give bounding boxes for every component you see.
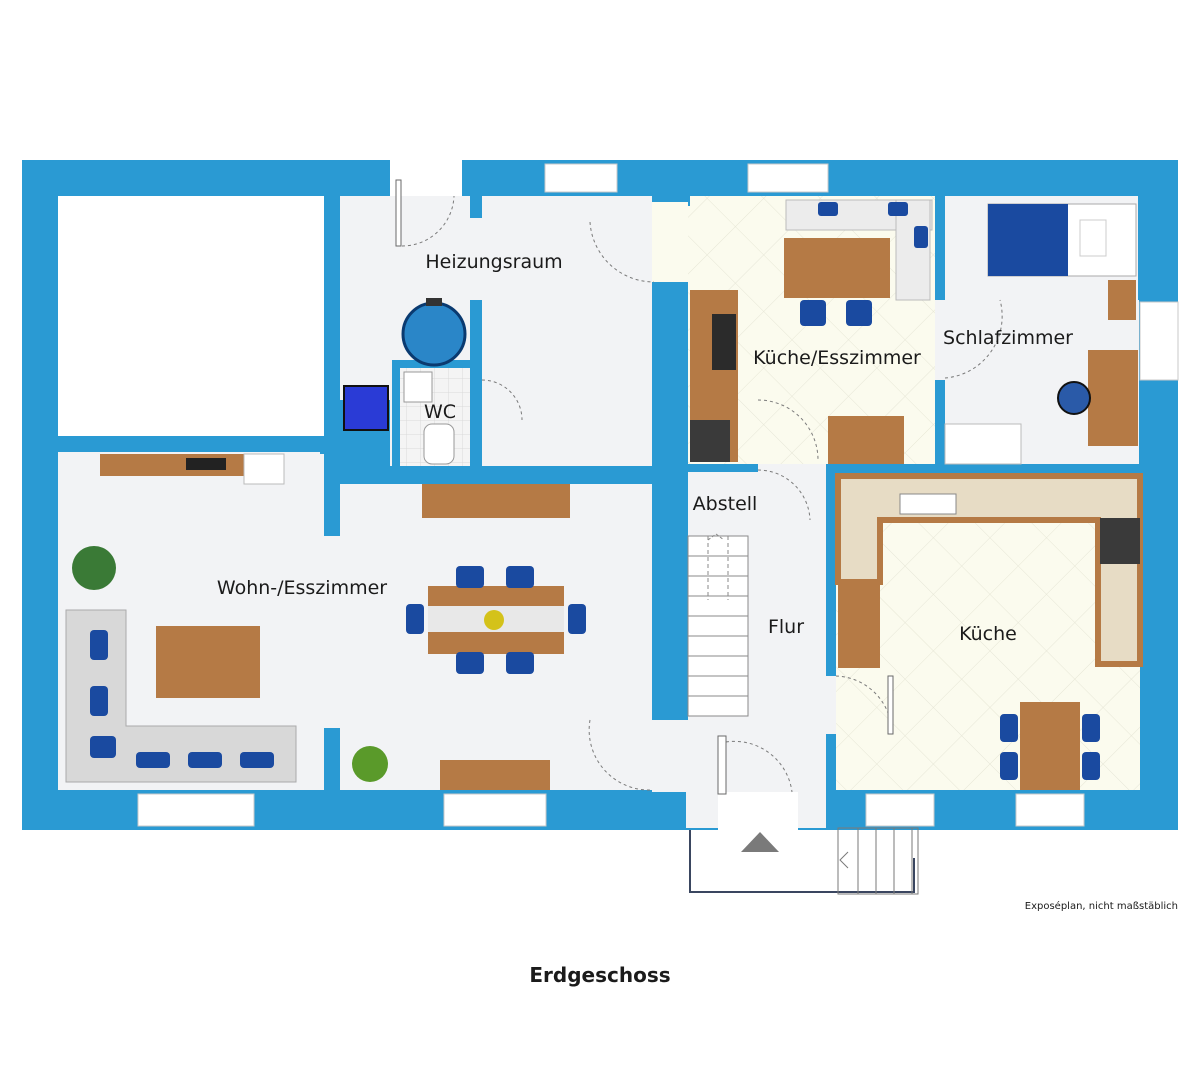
door-kueche-esz-flur xyxy=(758,464,826,472)
heating-unit xyxy=(343,385,389,431)
dining-table-upper xyxy=(784,238,890,298)
door-leaves xyxy=(395,179,894,795)
chairs-upper xyxy=(800,202,928,326)
sofa-cushions xyxy=(90,630,274,768)
room-label-flur: Flur xyxy=(768,616,804,638)
sofa xyxy=(65,609,297,783)
room-label-kueche: Küche xyxy=(959,623,1017,645)
window-bottom-1 xyxy=(137,793,255,827)
room-label-wohn-esszimmer: Wohn-/Esszimmer xyxy=(217,577,387,599)
kitchen-block xyxy=(838,582,880,668)
desk-chair xyxy=(1057,381,1091,415)
wc-toilet xyxy=(423,423,455,465)
bench-right xyxy=(895,199,931,301)
bed-cover xyxy=(988,204,1068,276)
scale-disclaimer: Exposéplan, nicht maßstäblich xyxy=(1025,900,1178,912)
fridge xyxy=(690,420,730,462)
window-top-1 xyxy=(544,163,618,193)
chairs-kueche xyxy=(1000,714,1100,780)
floor-unlabeled-room xyxy=(58,196,324,436)
door-schlaf xyxy=(935,300,945,380)
door-wohn-flur xyxy=(652,720,688,792)
cabinet-bottom xyxy=(828,416,904,464)
stove xyxy=(712,314,736,370)
coffee-table xyxy=(156,626,260,698)
door-wohn-left xyxy=(324,536,340,728)
kitchen-sink xyxy=(899,493,957,515)
desk xyxy=(1088,350,1138,446)
wc-sink xyxy=(403,371,433,403)
room-label-kueche-esszimmer: Küche/Esszimmer xyxy=(753,347,921,369)
fruit-bowl xyxy=(484,610,504,630)
room-label-abstell: Abstell xyxy=(693,493,758,515)
sideboard-white xyxy=(243,453,285,485)
entrance xyxy=(689,830,915,893)
chairs-wohn xyxy=(406,566,586,674)
floor-title: Erdgeschoss xyxy=(529,963,670,987)
entrance-opening xyxy=(718,792,798,832)
plant-left xyxy=(72,546,116,590)
window-heizung xyxy=(390,160,462,196)
window-top-2 xyxy=(747,163,829,193)
room-label-heizungsraum: Heizungsraum xyxy=(425,251,562,273)
door-flur-kueche xyxy=(826,676,836,734)
openings xyxy=(137,160,1179,832)
tv xyxy=(186,458,226,470)
window-bottom-3 xyxy=(865,793,935,827)
pillow xyxy=(1079,219,1107,257)
door-swings xyxy=(401,195,1003,793)
dining-table-kueche xyxy=(1020,702,1080,790)
window-bottom-2 xyxy=(443,793,547,827)
kitchen-oven xyxy=(1100,518,1140,564)
cabinet-schlaf xyxy=(944,423,1022,465)
entrance-arrow-icon xyxy=(741,832,779,852)
nightstand xyxy=(1108,280,1136,320)
room-label-wc: WC xyxy=(424,401,456,423)
boiler-cap xyxy=(426,298,442,306)
staircase xyxy=(687,533,749,717)
door-heizung-kueche xyxy=(652,202,688,282)
cabinet-wohn-bottom xyxy=(440,760,550,790)
window-right xyxy=(1139,301,1179,381)
window-bottom-4 xyxy=(1015,793,1085,827)
boiler-tank xyxy=(401,301,467,367)
front-steps xyxy=(837,827,919,895)
room-label-schlafzimmer: Schlafzimmer xyxy=(943,327,1073,349)
plant-bottom xyxy=(352,746,388,782)
cabinet-wohn-top xyxy=(422,484,570,518)
